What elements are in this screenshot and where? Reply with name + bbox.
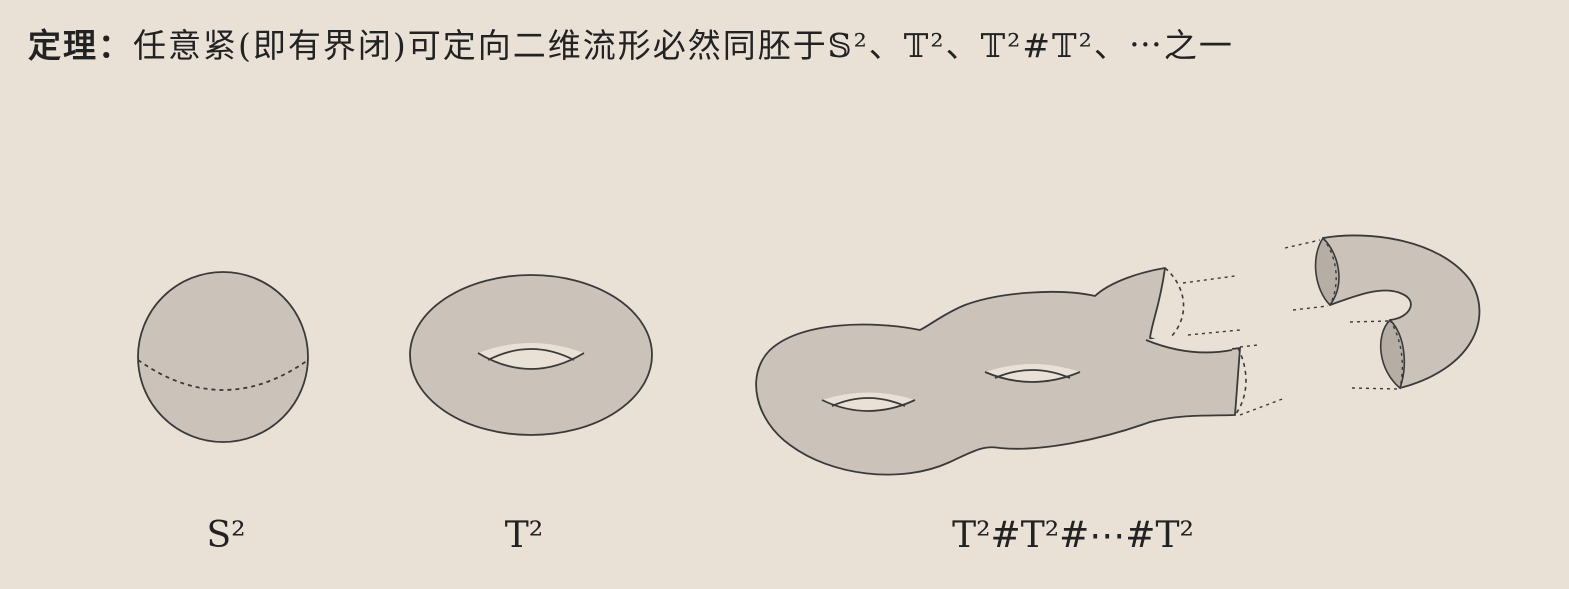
hole-2-upper bbox=[994, 369, 1071, 379]
connector-mid-left bbox=[1187, 329, 1241, 336]
sphere-body bbox=[137, 271, 309, 443]
torus-hole bbox=[478, 343, 584, 369]
open-end-lower bbox=[1234, 347, 1247, 416]
torus-figure bbox=[409, 274, 653, 436]
end-cap-connector-mid2 bbox=[1349, 320, 1389, 323]
hole-2 bbox=[985, 364, 1080, 382]
connected-sum-figure bbox=[755, 234, 1481, 476]
caption-torus: T² bbox=[504, 515, 544, 556]
connector-top bbox=[1182, 275, 1236, 284]
end-cap-dash-1 bbox=[1322, 237, 1337, 306]
sphere-equator bbox=[137, 359, 309, 391]
sphere-figure bbox=[137, 271, 309, 443]
caption-sphere: S² bbox=[206, 515, 246, 556]
theorem-text: 任意紧(即有界闭)可定向二维流形必然同胚于𝕊²、𝕋²、𝕋²#𝕋²、⋯之一 bbox=[133, 26, 1234, 65]
theorem-label: 定理： bbox=[28, 26, 133, 65]
torus-hole-upper bbox=[487, 348, 575, 361]
hole-1 bbox=[822, 392, 915, 411]
hole-3 bbox=[1146, 336, 1232, 353]
end-cap-body bbox=[1322, 234, 1481, 389]
hole-1-lower bbox=[821, 399, 916, 412]
connector-mid-right bbox=[1239, 344, 1259, 348]
connector-bottom bbox=[1239, 397, 1286, 416]
end-cap-connector-top bbox=[1284, 239, 1321, 249]
hole-1-upper bbox=[831, 397, 906, 407]
hole-3-edge bbox=[1145, 339, 1233, 354]
caption-connected-sum: T²#T²#⋯#T² bbox=[952, 515, 1194, 556]
open-end-upper bbox=[1164, 267, 1185, 339]
hole-2-lower bbox=[984, 371, 1081, 383]
theorem-statement: 定理：任意紧(即有界闭)可定向二维流形必然同胚于𝕊²、𝕋²、𝕋²#𝕋²、⋯之一 bbox=[28, 22, 1234, 70]
end-cap-connector-bottom bbox=[1351, 387, 1399, 390]
end-cap-connector-mid bbox=[1292, 305, 1329, 311]
end-cap-dash-2 bbox=[1389, 319, 1403, 389]
